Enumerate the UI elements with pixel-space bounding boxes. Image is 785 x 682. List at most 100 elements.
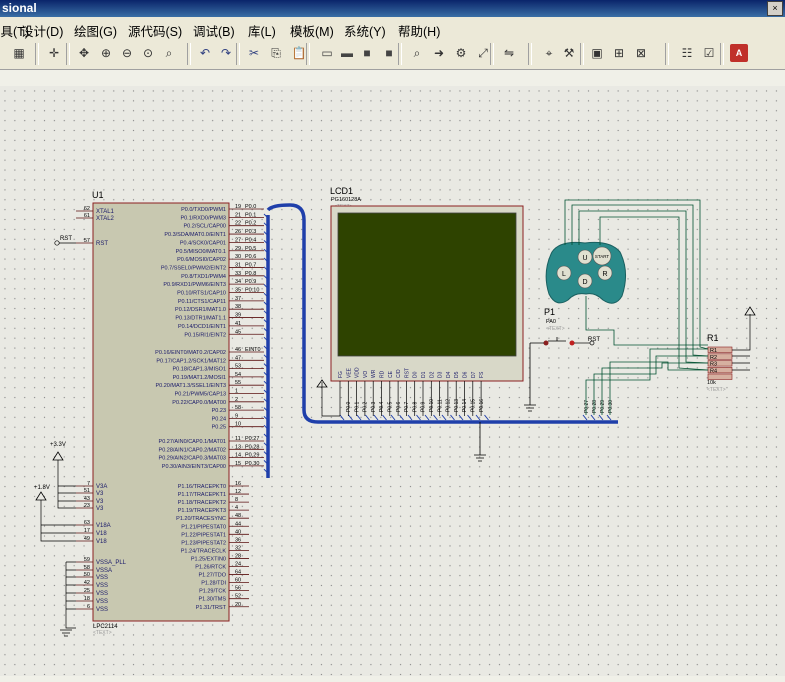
gamepad-label: L [562,271,566,278]
u1-pin-num: 36 [235,537,241,543]
gamepad-button-l [556,265,572,281]
menu-item-5[interactable]: 库(L) [248,25,276,39]
origin-icon[interactable]: ✛ [48,46,60,60]
lcd1-component[interactable]: LCD1PG160128A<TEXT>FGVEEVDDVOWRRDCEC/DRS… [316,186,524,417]
u1-pin-num: 9 [235,413,238,419]
zoom-all-icon[interactable]: ⊙ [142,46,154,60]
u1-net-label: P0.10 [245,288,259,294]
u1-pin-name: P0.18/CAP1.3/MISO1 [173,367,227,373]
goto-sheet-icon[interactable]: ⊠ [635,46,647,60]
u1-pin-num: 35 [235,288,241,294]
u1-pin-name: P0.23 [212,408,226,414]
u1-pin-name: V3 [96,491,104,497]
bus-entry [263,266,269,272]
u1-pin-name: VSS [96,583,108,589]
redo-icon[interactable]: ↷ [220,46,232,60]
bus-entry [582,414,588,421]
u1-pin-name: P1.17/TRACEPKT1 [178,492,226,498]
lcd-net-label: P0.4 [379,401,385,412]
net-wire [585,296,708,346]
bus-entry [433,414,438,421]
pan-icon[interactable]: ✥ [78,46,90,60]
u1-pin-num: 32 [235,545,241,551]
v33-arrow [52,451,64,461]
ares-icon[interactable]: A [730,44,748,62]
menu-item-0[interactable]: 工具(T) [0,25,29,39]
menu-item-7[interactable]: 系统(Y) [344,25,386,39]
menu-item-3[interactable]: 源代码(S) [128,25,183,39]
u1-pin-name: P0.16/EINT0/MAT0.2/CAP02 [155,350,226,356]
menu-item-4[interactable]: 调试(B) [193,25,235,39]
u1-pin-name: P1.26/RTCK [195,565,226,571]
zoom-out-icon[interactable]: ⊖ [121,46,133,60]
package-icon[interactable]: ⚙ [455,46,467,60]
bus-entry [263,363,269,368]
u1-pin-name: P0.13/DTR1/MAT1.1 [175,316,226,322]
bus-entry [416,414,421,421]
block-copy-icon[interactable]: ▭ [321,46,333,60]
undo-icon[interactable]: ↶ [199,46,211,60]
u1-pin-num: 34 [235,279,241,285]
wire-autorouter-icon[interactable]: ⇋ [503,46,515,60]
menu-item-6[interactable]: 模板(M) [290,25,334,39]
bom-icon[interactable]: ☷ [681,46,693,60]
u1-net-label: P0.7 [245,262,256,268]
u1-pin-name: P0.11/CTS1/CAP11 [178,299,226,305]
u1-pin-num: 11 [235,436,241,442]
block-rotate-icon[interactable]: ■ [363,46,371,60]
erc-icon[interactable]: ☑ [703,46,715,60]
zoom-in-icon[interactable]: ⊕ [100,46,112,60]
u1-pin-num: 12 [235,489,241,495]
menu-item-1[interactable]: 设计(D) [21,25,64,39]
u1-net-label: P0.5 [245,246,256,252]
r1-pin-label: R4 [710,368,717,374]
menu-item-8[interactable]: 帮助(H) [398,25,441,39]
property-tool-icon[interactable]: ⚒ [563,46,575,60]
r1-pin-label: R1 [710,348,717,354]
pick-device-icon[interactable]: ⌕ [413,46,421,60]
u1-pin-name: VSS [96,599,108,605]
new-sheet-icon[interactable]: ▣ [591,46,603,60]
u1-pin-num: 29 [235,246,241,252]
u1-pin-num: 52 [235,594,241,600]
gamepad-label: R [602,271,607,278]
decompose-icon[interactable]: ⤢ [478,46,488,60]
u1-pin-num: 58 [84,565,90,571]
toolbar-separator [398,43,402,65]
bus-entry [263,257,269,263]
lcd-ref: LCD1 [330,186,353,196]
window-title: sional [2,1,37,15]
paste-icon[interactable]: 📋 [291,46,307,60]
bus-entry [263,275,269,280]
u1-pin-name: P0.12/DSR1/MAT1.0 [175,307,226,313]
rst-label: RST [60,236,72,242]
close-icon[interactable]: × [767,1,783,16]
lcd-net-label: P0.16 [479,399,485,412]
block-move-icon[interactable]: ▬ [341,46,353,60]
u1-pin-num: 57 [84,238,90,244]
u1-pin-name: P1.19/TRACEPKT3 [178,508,226,514]
menu-item-2[interactable]: 绘图(G) [74,25,118,39]
make-device-icon[interactable]: ➜ [433,46,445,60]
grid-icon[interactable]: ▦ [13,46,25,60]
zoom-area-icon[interactable]: ⌕ [165,46,173,60]
copy-icon[interactable]: ⎘ [271,46,281,60]
u1-component[interactable]: U1LPC2114<TEXT>XTAL162XTAL261RST57V3A7V3… [76,190,264,636]
u1-pin-num: 63 [84,520,90,526]
lcd-power-arrow [316,379,328,388]
bus-entry [467,414,472,421]
u1-net-label: P0.28 [245,444,259,450]
lcd-pin-name: C/D [396,369,402,378]
lcd-net-label: P0.14 [462,399,468,412]
delete-sheet-icon[interactable]: ⊞ [613,46,625,60]
search-icon[interactable]: ⌖ [545,46,553,60]
lcd-net-label: P0.2 [363,401,369,412]
r1-net-label: P0.29 [600,400,606,413]
block-delete-icon[interactable]: ■ [385,46,393,60]
bus-entry [590,414,596,421]
cut-icon[interactable]: ✂ [248,46,260,60]
